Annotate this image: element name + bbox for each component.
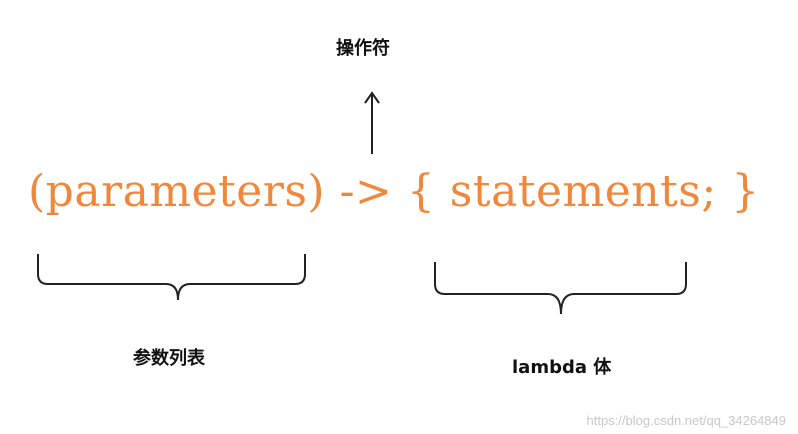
operator-arrow — [364, 91, 380, 154]
parameters-text: (parameters) — [28, 166, 326, 217]
watermark: https://blog.csdn.net/qq_34264849 — [586, 413, 787, 428]
parameters-brace — [37, 254, 306, 301]
statements-text: { statements; } — [406, 166, 760, 217]
lambda-body-brace — [434, 262, 687, 315]
lambda-expression: (parameters) -> { statements; } — [28, 166, 760, 217]
operator-label: 操作符 — [336, 38, 390, 59]
lambda-body-label: lambda 体 — [512, 357, 612, 378]
arrow-operator-text: -> — [339, 166, 393, 217]
parameters-list-label: 参数列表 — [133, 348, 205, 369]
